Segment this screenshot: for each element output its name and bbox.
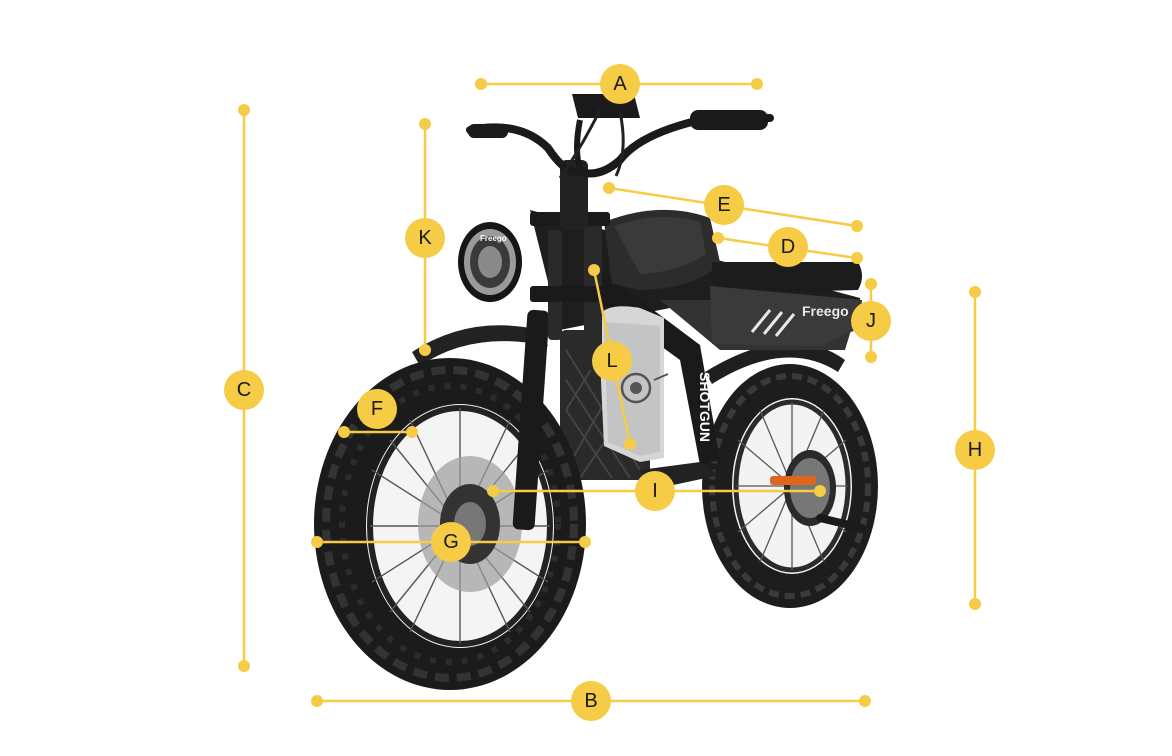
label-badge-e: E bbox=[704, 185, 744, 225]
label-badge-j: J bbox=[851, 301, 891, 341]
label-badge-c: C bbox=[224, 370, 264, 410]
bike-illustration: SHOTGUN Freego bbox=[314, 94, 878, 690]
label-badge-a: A bbox=[600, 64, 640, 104]
label-i-text: I bbox=[652, 480, 658, 502]
headlight-brand-text: Freego bbox=[480, 234, 507, 243]
rear-panel-brand-text: Freego bbox=[802, 303, 849, 319]
kickstand bbox=[816, 514, 866, 532]
label-k-text: K bbox=[418, 227, 432, 249]
label-badge-f: F bbox=[357, 389, 397, 429]
label-f-text: F bbox=[371, 398, 383, 420]
label-b-text: B bbox=[584, 690, 597, 712]
label-badge-b: B bbox=[571, 681, 611, 721]
label-badge-i: I bbox=[635, 471, 675, 511]
dimension-f bbox=[338, 426, 418, 438]
label-h-text: H bbox=[968, 439, 982, 461]
frame-brand-text: SHOTGUN bbox=[697, 372, 713, 442]
label-l-text: L bbox=[606, 350, 617, 372]
battery-cover bbox=[598, 306, 669, 462]
label-d-text: D bbox=[781, 236, 795, 258]
label-a-text: A bbox=[613, 73, 627, 95]
label-g-text: G bbox=[443, 531, 459, 553]
label-badge-h: H bbox=[955, 430, 995, 470]
label-j-text: J bbox=[866, 310, 876, 332]
rear-fender bbox=[705, 342, 845, 384]
front-fender bbox=[412, 325, 548, 366]
label-c-text: C bbox=[237, 379, 251, 401]
dimension-badges: A B C D E F G H bbox=[224, 64, 995, 721]
front-fork bbox=[512, 160, 610, 531]
rear-side-panel: Freego bbox=[710, 286, 862, 346]
handlebar bbox=[466, 94, 774, 179]
label-badge-l: L bbox=[592, 341, 632, 381]
label-badge-d: D bbox=[768, 227, 808, 267]
label-badge-k: K bbox=[405, 218, 445, 258]
rear-wheel bbox=[702, 364, 878, 608]
label-badge-g: G bbox=[431, 522, 471, 562]
headlight: Freego bbox=[458, 222, 522, 302]
seat-and-tank bbox=[604, 209, 862, 294]
label-e-text: E bbox=[717, 194, 730, 216]
